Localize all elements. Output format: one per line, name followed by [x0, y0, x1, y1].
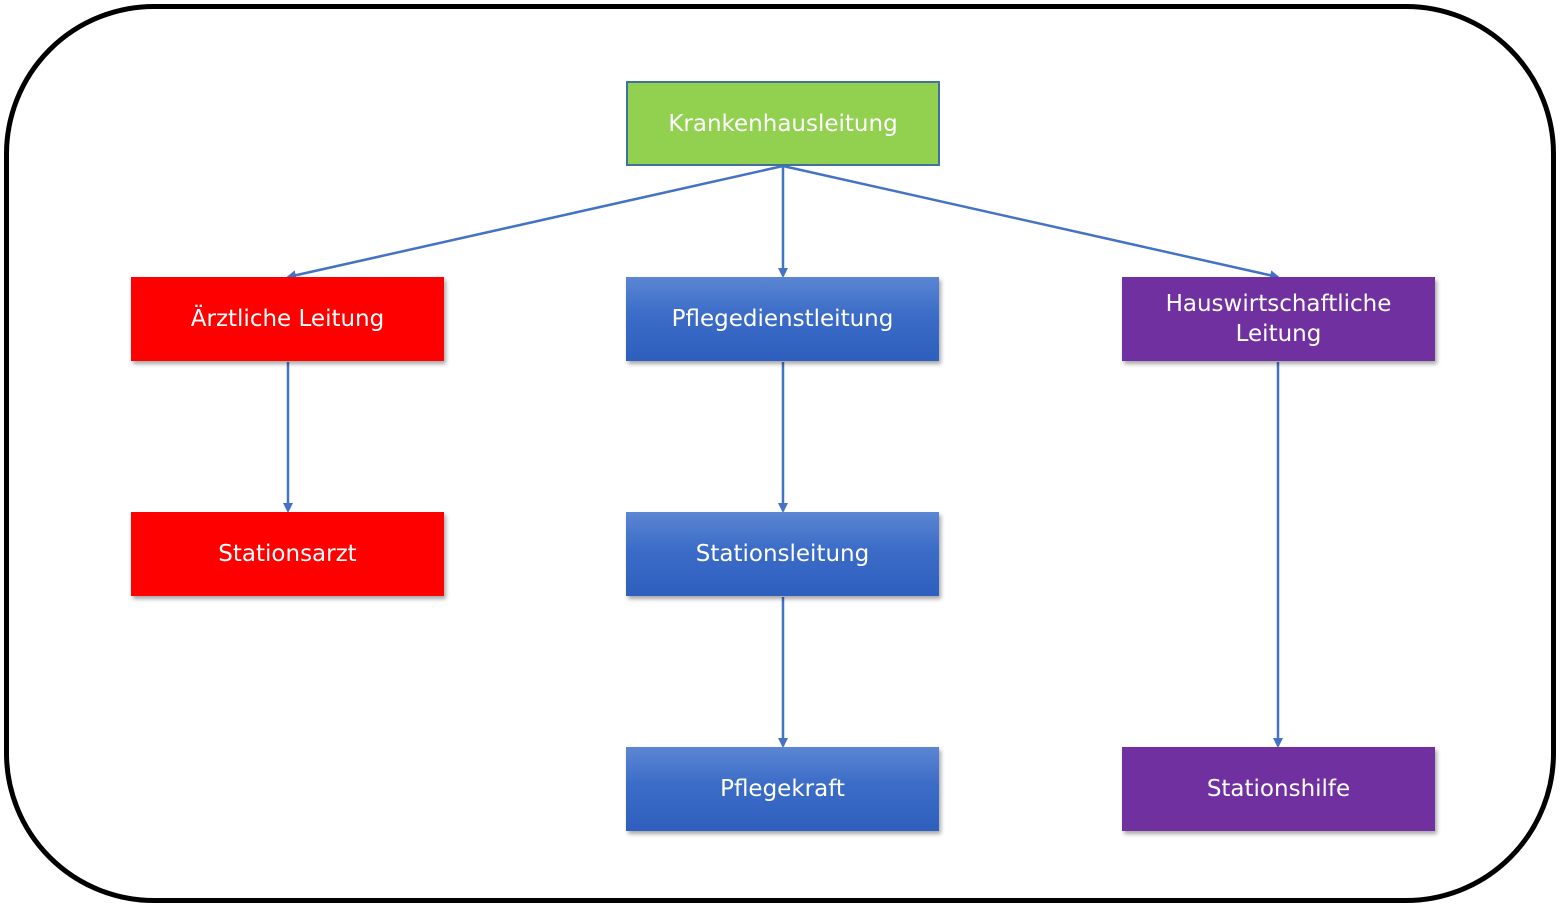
node-label: Pflegekraft — [720, 776, 845, 802]
connector-root-to-aerztliche-leitung — [286, 164, 784, 281]
node-label: Stationsleitung — [695, 541, 870, 567]
node-label: Krankenhausleitung — [668, 110, 898, 137]
node-label: Stationsarzt — [218, 541, 357, 567]
node-krankenhausleitung: Krankenhausleitung — [626, 81, 940, 166]
node-pflegekraft: Pflegekraft — [626, 747, 939, 831]
node-label: Pflegedienstleitung — [671, 306, 894, 332]
node-pflegedienstleitung: Pflegedienstleitung — [626, 277, 939, 361]
node-hauswirtschaftliche-leitung: Hauswirtschaftliche Leitung — [1122, 277, 1435, 361]
node-label: Ärztliche Leitung — [190, 306, 385, 332]
node-stationshilfe: Stationshilfe — [1122, 747, 1435, 831]
connector-root-to-hauswirtschaftliche-leitung — [782, 164, 1280, 281]
node-stationsarzt: Stationsarzt — [131, 512, 444, 596]
node-aerztliche-leitung: Ärztliche Leitung — [131, 277, 444, 361]
node-stationsleitung: Stationsleitung — [626, 512, 939, 596]
node-label: Hauswirtschaftliche Leitung — [1165, 291, 1392, 347]
node-label: Stationshilfe — [1206, 776, 1351, 802]
